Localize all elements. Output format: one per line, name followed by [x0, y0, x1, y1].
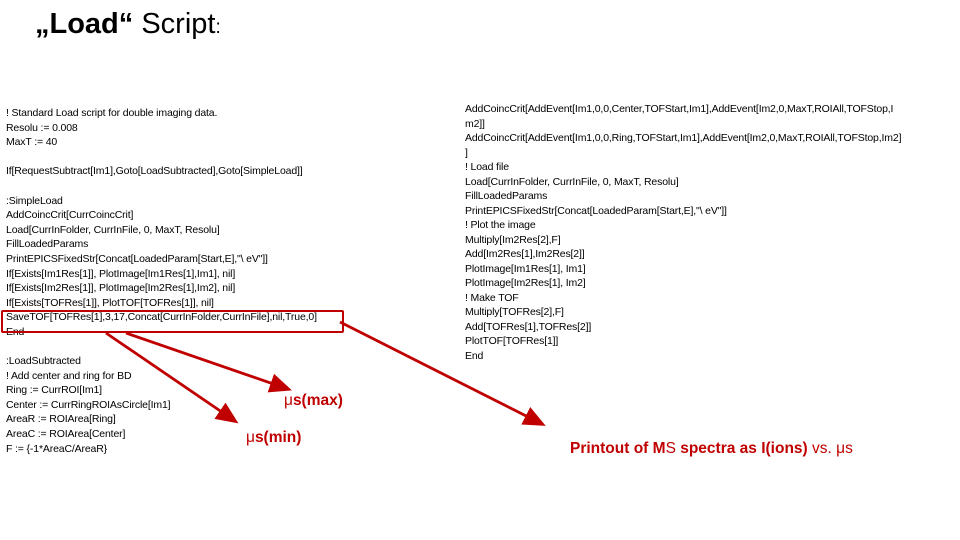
us-max-label: μs(max): [284, 392, 343, 410]
printout-caption: Printout of MS spectra as I(ions) vs. μs: [570, 440, 853, 458]
code-line: :LoadSubtracted: [6, 355, 81, 368]
code-line: AddCoincCrit[AddEvent[Im1,0,0,Ring,TOFSt…: [465, 132, 902, 144]
us-min-text: s(min): [254, 429, 302, 446]
code-line: Load[CurrInFolder, CurrInFile, 0, MaxT, …: [465, 175, 679, 188]
code-line: If[Exists[Im1Res[1]], PlotImage[Im1Res[1…: [6, 267, 236, 280]
code-line: Resolu := 0.008: [6, 121, 78, 134]
code-line: Ring := CurrROI[Im1]: [6, 384, 102, 397]
code-line: ! Standard Load script for double imagin…: [6, 107, 218, 119]
code-line: FillLoadedParams: [465, 190, 548, 202]
code-line: AddCoincCrit[AddEvent[Im1,0,0,Center,TOF…: [465, 103, 894, 115]
code-line: If[Exists[TOFRes[1]], PlotTOF[TOFRes[1]]…: [6, 296, 214, 309]
code-line: FillLoadedParams: [6, 238, 89, 251]
page-title-rest: Script: [133, 8, 216, 40]
savetof-highlight-box: [1, 310, 344, 333]
code-line: F := {-1*AreaC/AreaR}: [6, 442, 108, 455]
us-max-mu: μ: [284, 392, 293, 409]
code-line: ! Add center and ring for BD: [6, 369, 132, 382]
us-min-mu: μ: [246, 429, 255, 446]
code-line: Multiply[Im2Res[2],F]: [465, 233, 561, 246]
code-line: ]: [465, 146, 468, 159]
code-line: ! Plot the image: [465, 219, 536, 231]
printout-part2: S: [665, 440, 676, 457]
code-line: Add[Im2Res[1],Im2Res[2]]: [465, 248, 585, 260]
code-line: :SimpleLoad: [6, 194, 63, 207]
code-line: [6, 179, 317, 194]
printout-part1: Printout of M: [570, 440, 666, 457]
code-line: [6, 150, 317, 165]
page-title-quoted: „Load“: [35, 8, 134, 40]
right-code-block: AddCoincCrit[AddEvent[Im1,0,0,Center,TOF…: [465, 102, 901, 363]
code-line: PlotTOF[TOFRes[1]]: [465, 335, 559, 347]
code-line: [6, 340, 317, 355]
printout-part5: μs: [836, 440, 853, 457]
code-line: Load[CurrInFolder, CurrInFile, 0, MaxT, …: [6, 223, 220, 236]
code-line: PlotImage[Im1Res[1], Im1]: [465, 262, 586, 275]
left-code-block: ! Standard Load script for double imagin…: [6, 106, 317, 456]
code-line: Add[TOFRes[1],TOFRes[2]]: [465, 320, 592, 333]
code-line: ! Load file: [465, 161, 509, 173]
us-min-label: μs(min): [246, 429, 301, 447]
code-line: Center := CurrRingROIAsCircle[Im1]: [6, 398, 171, 411]
code-line: AreaC := ROIArea[Center]: [6, 428, 126, 441]
code-line: PrintEPICSFixedStr[Concat[LoadedParam[St…: [465, 204, 727, 217]
code-line: If[Exists[Im2Res[1]], PlotImage[Im2Res[1…: [6, 282, 236, 295]
page-title: „Load“ Script:: [35, 8, 221, 41]
us-max-text: s(max): [292, 392, 343, 409]
code-line: PlotImage[Im2Res[1], Im2]: [465, 277, 586, 289]
code-line: Multiply[TOFRes[2],F]: [465, 306, 564, 318]
code-line: End: [465, 349, 484, 362]
printout-part4: vs.: [812, 440, 837, 457]
code-line: If[RequestSubtract[Im1],Goto[LoadSubtrac…: [6, 165, 303, 178]
code-line: ! Make TOF: [465, 291, 519, 304]
code-line: m2]]: [465, 117, 485, 130]
code-line: AreaR := ROIArea[Ring]: [6, 413, 116, 426]
code-line: SaveTOF[TOFRes[1],3,17,Concat[CurrInFold…: [6, 311, 317, 324]
code-line: PrintEPICSFixedStr[Concat[LoadedParam[St…: [6, 252, 268, 265]
code-line: MaxT := 40: [6, 136, 58, 149]
code-line: AddCoincCrit[CurrCoincCrit]: [6, 209, 134, 222]
printout-part3: spectra as I(ions): [675, 440, 813, 457]
page-title-colon: :: [215, 17, 221, 38]
